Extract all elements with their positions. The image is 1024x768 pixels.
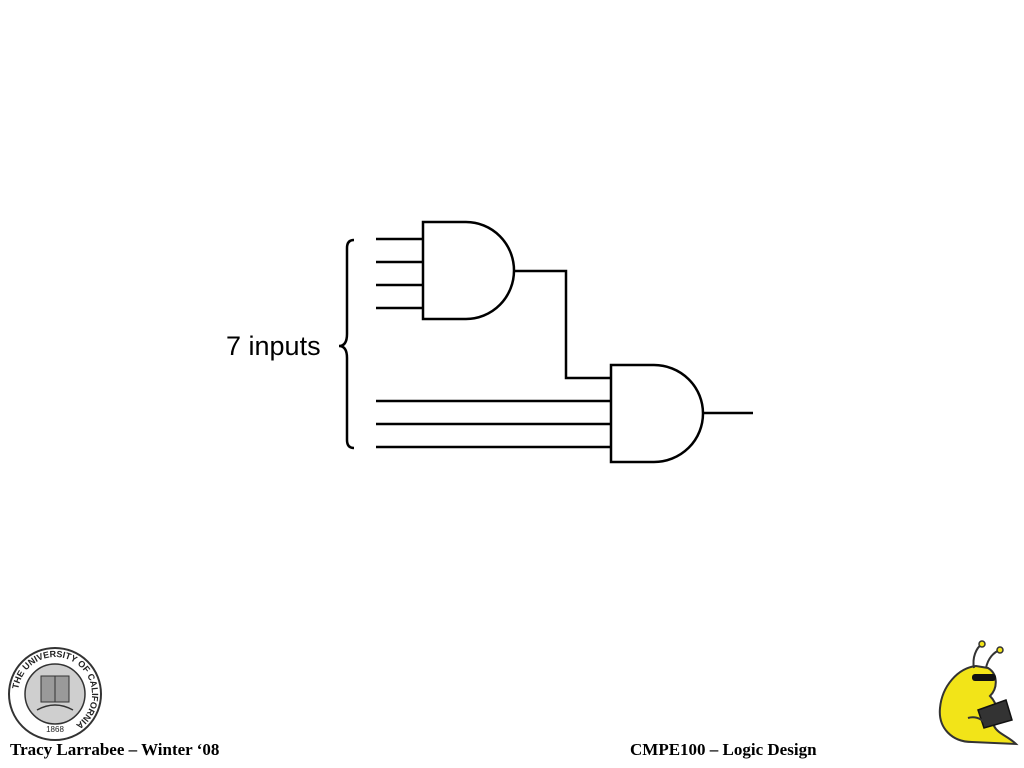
and-gate-2 (609, 363, 705, 464)
university-seal-icon: THE UNIVERSITY OF CALIFORNIA 1868 (8, 647, 102, 741)
and-gate-1 (421, 220, 516, 321)
inputs-label: 7 inputs (226, 331, 321, 361)
footer-author: Tracy Larrabee – Winter ‘08 (10, 740, 220, 759)
gate1-output-wire (514, 269, 611, 380)
footer-course: CMPE100 – Logic Design (630, 740, 817, 759)
svg-text:1868: 1868 (46, 725, 64, 734)
banana-slug-icon (938, 640, 1019, 746)
input-brace (338, 238, 355, 450)
